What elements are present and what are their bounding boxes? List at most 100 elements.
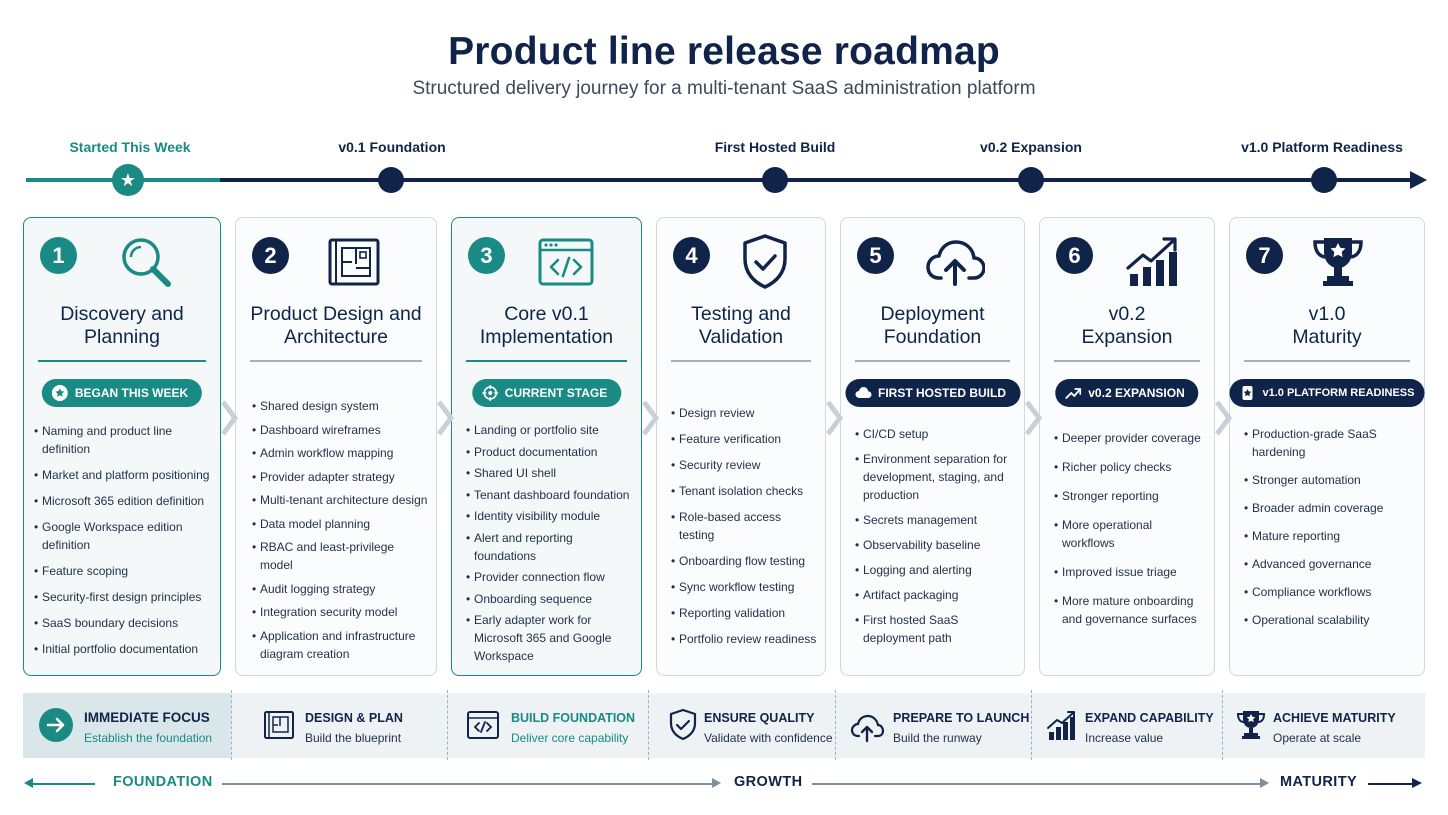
list-item: CI/CD setup <box>855 425 1018 443</box>
title-divider <box>38 360 206 362</box>
stage-title: v1.0 Maturity <box>1292 303 1362 348</box>
list-item: Operational scalability <box>1244 611 1418 629</box>
focus-title: BUILD FOUNDATION <box>511 711 636 725</box>
list-item: More mature onboarding and governance su… <box>1054 592 1208 628</box>
list-item: Microsoft 365 edition definition <box>34 492 214 510</box>
stage-number: 6 <box>1056 237 1093 274</box>
list-item: Observability baseline <box>855 536 1018 554</box>
stage-badge: BEGAN THIS WEEK <box>41 379 203 407</box>
stage-item-list: Production-grade SaaS hardening Stronger… <box>1244 425 1418 639</box>
focus-title: DESIGN & PLAN <box>305 711 403 725</box>
page-title: Product line release roadmap <box>448 30 1000 73</box>
stage-title: Product Design and Architecture <box>250 303 422 348</box>
title-divider <box>671 360 811 362</box>
title-divider <box>1244 360 1410 362</box>
list-item: Provider adapter strategy <box>252 468 430 486</box>
focus-subtitle: Deliver core capability <box>511 731 629 745</box>
stage-title: Discovery and Planning <box>60 303 184 348</box>
list-item: SaaS boundary decisions <box>34 614 214 632</box>
medal-icon <box>1240 385 1256 401</box>
chevron-right-icon <box>642 400 659 436</box>
phase-line <box>30 783 95 785</box>
list-item: Data model planning <box>252 515 430 533</box>
list-item: Security-first design principles <box>34 588 214 606</box>
title-divider <box>250 360 422 362</box>
stage-badge-label: CURRENT STAGE <box>504 386 608 400</box>
arrow-right-icon <box>712 778 721 788</box>
phase-label-maturity: MATURITY <box>1280 774 1358 790</box>
focus-subtitle: Establish the foundation <box>84 731 213 745</box>
focus-subtitle: Increase value <box>1085 731 1164 745</box>
code-window-icon <box>538 238 594 286</box>
stage-title: Core v0.1 Implementation <box>479 303 614 348</box>
list-item: Market and platform positioning <box>34 466 214 484</box>
stage-badge: v1.0 PLATFORM READINESS <box>1229 379 1425 407</box>
milestone-dot <box>762 167 788 193</box>
focus-band <box>23 693 1425 758</box>
list-item: Google Workspace edition definition <box>34 518 214 554</box>
stage-card-design: 2 Product Design and Architecture Shared… <box>235 217 437 676</box>
stage-badge-label: v0.2 EXPANSION <box>1088 386 1185 400</box>
stage-badge: FIRST HOSTED BUILD <box>845 379 1020 407</box>
stage-badge: v0.2 EXPANSION <box>1055 379 1199 407</box>
list-item: Production-grade SaaS hardening <box>1244 425 1418 461</box>
stage-card-implementation: 3 Core v0.1 Implementation CURRENT STAGE… <box>451 217 642 676</box>
list-item: Initial portfolio documentation <box>34 640 214 658</box>
list-item: Artifact packaging <box>855 586 1018 604</box>
milestone-dot <box>1018 167 1044 193</box>
stage-item-list: Shared design system Dashboard wireframe… <box>252 397 430 668</box>
stage-number: 7 <box>1246 237 1283 274</box>
code-window-icon <box>467 711 499 739</box>
growth-chart-icon <box>1126 237 1177 286</box>
arrow-right-icon <box>1260 778 1269 788</box>
magnifier-icon <box>122 238 171 287</box>
stage-number: 4 <box>673 237 710 274</box>
list-item: Secrets management <box>855 511 1018 529</box>
list-item: Early adapter work for Microsoft 365 and… <box>466 611 635 665</box>
milestone-dot <box>378 167 404 193</box>
stage-title: Testing and Validation <box>691 303 791 348</box>
cloud-upload-icon <box>850 714 884 743</box>
list-item: Feature scoping <box>34 562 214 580</box>
arrow-left-icon <box>24 778 33 788</box>
list-item: Identity visibility module <box>466 507 635 525</box>
list-item: Provider connection flow <box>466 568 635 586</box>
stage-title: v0.2 Expansion <box>1081 303 1173 348</box>
chevron-right-icon <box>1025 400 1042 436</box>
phase-label-growth: GROWTH <box>734 774 803 790</box>
blueprint-icon <box>328 238 380 286</box>
list-item: Role-based access testing <box>671 508 819 544</box>
focus-subtitle: Operate at scale <box>1273 731 1362 745</box>
stage-badge-label: BEGAN THIS WEEK <box>74 386 189 400</box>
stage-item-list: CI/CD setup Environment separation for d… <box>855 425 1018 654</box>
list-item: Dashboard wireframes <box>252 421 430 439</box>
cloud-upload-icon <box>926 240 985 286</box>
focus-title: IMMEDIATE FOCUS <box>84 710 210 725</box>
phase-line <box>1368 783 1413 785</box>
milestone-label-started: Started This Week <box>69 139 191 155</box>
list-item: Feature verification <box>671 430 819 448</box>
list-item: Audit logging strategy <box>252 580 430 598</box>
list-item: Product documentation <box>466 443 635 461</box>
list-item: More operational workflows <box>1054 516 1208 552</box>
focus-title: ACHIEVE MATURITY <box>1273 711 1396 725</box>
phase-line <box>812 783 1260 785</box>
list-item: Application and infrastructure diagram c… <box>252 627 430 663</box>
list-item: Design review <box>671 404 819 422</box>
list-item: Stronger automation <box>1244 471 1418 489</box>
band-separator <box>447 690 448 760</box>
title-divider <box>1054 360 1200 362</box>
stage-item-list: Naming and product line definition Marke… <box>34 422 214 666</box>
list-item: Environment separation for development, … <box>855 450 1018 504</box>
title-divider <box>466 360 627 362</box>
list-item: Logging and alerting <box>855 561 1018 579</box>
stage-card-discovery: 1 Discovery and Planning BEGAN THIS WEEK… <box>23 217 221 676</box>
list-item: Improved issue triage <box>1054 563 1208 581</box>
chevron-right-icon <box>221 400 238 436</box>
list-item: Advanced governance <box>1244 555 1418 573</box>
arrow-circle-icon <box>39 708 73 742</box>
stage-number: 5 <box>857 237 894 274</box>
stage-badge: CURRENT STAGE <box>471 379 622 407</box>
stage-card-testing: 4 Testing and Validation Design review F… <box>656 217 826 676</box>
band-separator <box>231 690 232 760</box>
